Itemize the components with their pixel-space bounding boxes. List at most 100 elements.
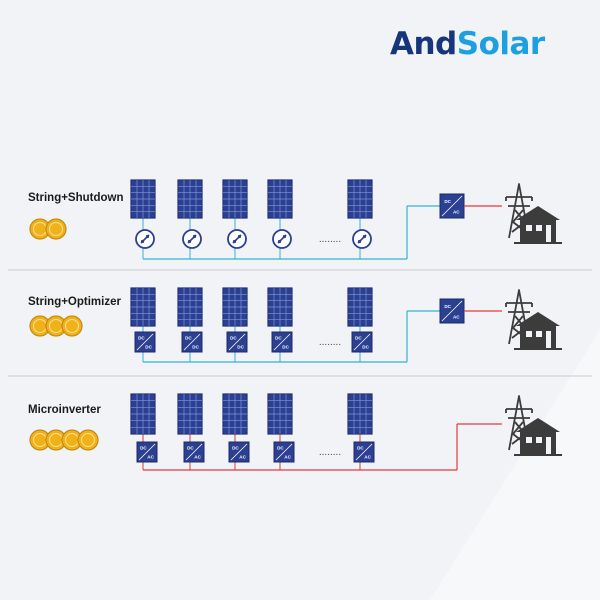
logo-text-light: Solar	[456, 25, 545, 62]
house-door	[546, 225, 551, 242]
house-window	[526, 331, 532, 337]
shutdown-switch-icon	[135, 229, 155, 249]
solar-panel-icon	[177, 393, 203, 435]
device-label-bottom: AC	[364, 454, 371, 459]
inverter-icon: DC AC	[439, 298, 465, 324]
house-window	[536, 331, 542, 337]
device-label-bottom: AC	[453, 315, 460, 320]
device-divider	[228, 333, 246, 351]
house-window	[536, 225, 542, 231]
brand-logo: AndSolar	[390, 22, 580, 66]
solar-panel-icon	[130, 393, 156, 435]
device-divider	[355, 443, 373, 461]
switch-dot	[232, 239, 237, 244]
device-label-bottom: AC	[284, 454, 291, 459]
switch-dot	[187, 239, 192, 244]
house-roof	[516, 312, 560, 326]
device-divider	[138, 443, 156, 461]
switch-dot	[192, 234, 197, 239]
solar-panel-icon	[222, 393, 248, 435]
ellipsis-text: ........	[319, 234, 341, 245]
coin-icon	[77, 429, 99, 451]
device-divider	[353, 333, 371, 351]
house-base	[514, 242, 562, 244]
shutdown-switch-icon	[272, 229, 292, 249]
device-divider	[275, 443, 293, 461]
solar-panel-icon	[177, 179, 203, 219]
solar-panel-icon	[347, 393, 373, 435]
coin-icon	[61, 315, 83, 337]
device-label-bottom: AC	[194, 454, 201, 459]
device-label-top: DC	[185, 336, 192, 341]
row-label-string-optimizer: String+Optimizer	[28, 296, 121, 308]
row-label-string-shutdown: String+Shutdown	[28, 192, 124, 204]
coin-outer	[61, 315, 83, 337]
solar-panel-icon	[267, 287, 293, 327]
device-label-top: DC	[275, 336, 282, 341]
house-roof	[516, 206, 560, 220]
solar-panel-icon	[222, 287, 248, 327]
background-sheen	[430, 330, 600, 600]
house-icon	[514, 312, 562, 350]
coin-outer	[77, 429, 99, 451]
device-label-top: DC	[277, 446, 284, 451]
house-window	[536, 437, 542, 443]
device-divider	[136, 333, 154, 351]
house-icon	[514, 206, 562, 244]
device-label-top: DC	[230, 336, 237, 341]
device-divider	[441, 195, 463, 217]
house-door	[546, 437, 551, 454]
device-label-bottom: AC	[147, 454, 154, 459]
row-label-microinverter: Microinverter	[28, 404, 101, 416]
logo-text: AndSolar	[390, 25, 545, 62]
device-label-bottom: DC	[282, 344, 289, 349]
house-icon	[514, 418, 562, 456]
device-label-top: DC	[357, 446, 364, 451]
solar-panel-icon	[130, 287, 156, 327]
switch-dot	[357, 239, 362, 244]
logo-text-dark: And	[390, 25, 457, 62]
coin-icon	[45, 429, 67, 451]
house-window	[526, 225, 532, 231]
house-base	[514, 348, 562, 350]
device-label-top: DC	[355, 336, 362, 341]
device-label-bottom: DC	[192, 344, 199, 349]
device-label-top: DC	[140, 446, 147, 451]
coin-outer	[45, 218, 67, 240]
solar-panel-icon	[347, 287, 373, 327]
switch-dot	[140, 239, 145, 244]
device-label-bottom: DC	[145, 344, 152, 349]
device-divider	[185, 443, 203, 461]
solar-panel-icon	[267, 393, 293, 435]
house-door	[546, 331, 551, 348]
shutdown-switch-icon	[352, 229, 372, 249]
switch-dot	[277, 239, 282, 244]
coin-inner-ring	[65, 319, 79, 333]
device-divider	[230, 443, 248, 461]
device-label-top: DC	[444, 304, 451, 309]
house-window	[526, 437, 532, 443]
device-label-bottom: DC	[237, 344, 244, 349]
device-label-top: DC	[138, 336, 145, 341]
house-base	[514, 454, 562, 456]
device-label-bottom: AC	[239, 454, 246, 459]
device-divider	[273, 333, 291, 351]
device-divider	[183, 333, 201, 351]
device-label-top: DC	[444, 199, 451, 204]
shutdown-switch-icon	[227, 229, 247, 249]
solar-panel-icon	[222, 179, 248, 219]
coin-inner-ring	[49, 222, 63, 236]
coin-inner-ring	[81, 433, 95, 447]
switch-dot	[362, 234, 367, 239]
device-label-top: DC	[232, 446, 239, 451]
